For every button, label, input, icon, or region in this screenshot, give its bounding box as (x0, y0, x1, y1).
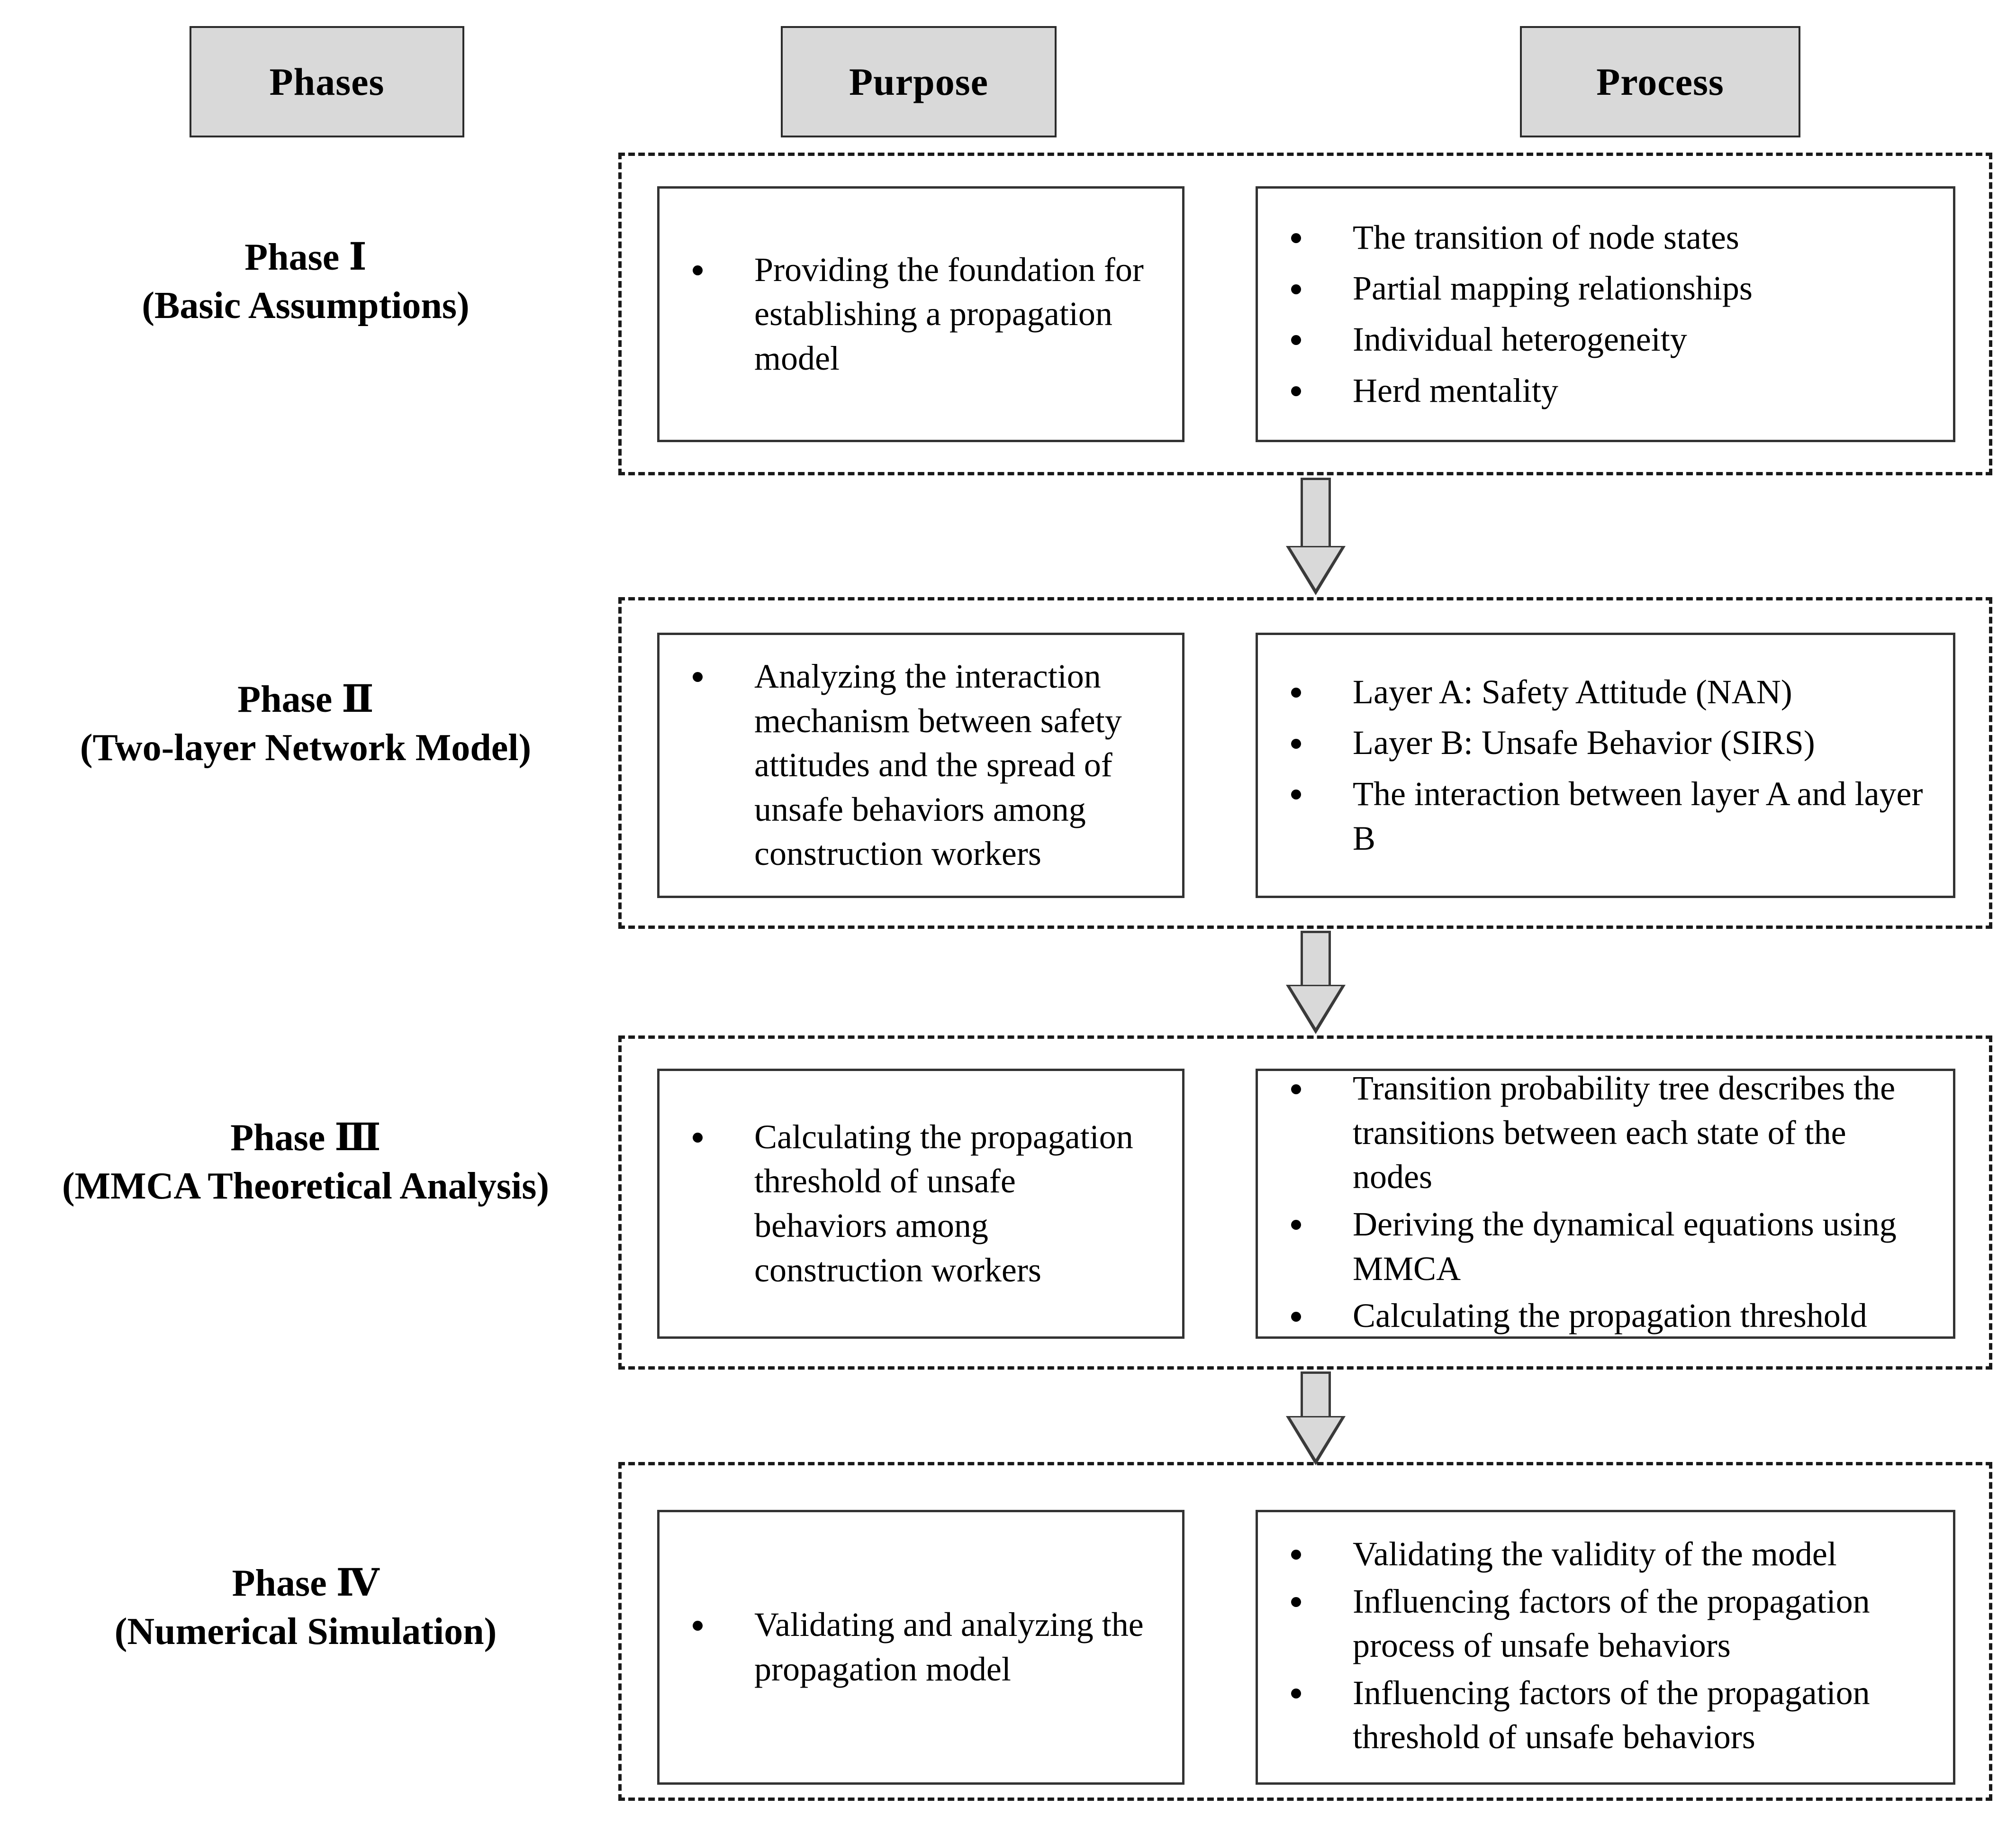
list-item: Influencing factors of the propagation t… (1281, 1671, 1926, 1760)
phase-1-purpose-list: Providing the foundation for establishin… (660, 248, 1182, 381)
list-item-text: Calculating the propagation threshold (1353, 1297, 1867, 1335)
list-item-text: Layer A: Safety Attitude (NAN) (1353, 672, 1792, 711)
bullet-icon (1291, 790, 1301, 800)
list-item-text: Validating the validity of the model (1353, 1535, 1837, 1573)
column-header-phases: Phases (190, 26, 464, 137)
phase-4-label-line1: Phase Ⅳ (232, 1562, 380, 1604)
list-item: Individual heterogeneity (1281, 318, 1926, 362)
phase-4-process-list: Validating the validity of the model Inf… (1258, 1532, 1953, 1762)
bullet-icon (1291, 688, 1301, 698)
phase-2-container (618, 597, 1992, 929)
arrow-shaft (1301, 931, 1331, 987)
phase-1-label-line2: (Basic Assumptions) (142, 285, 470, 327)
list-item-text: Influencing factors of the propagation p… (1353, 1582, 1870, 1665)
list-item: The transition of node states (1281, 216, 1926, 260)
phase-2-process-list: Layer A: Safety Attitude (NAN) Layer B: … (1258, 670, 1953, 861)
list-item: The interaction between layer A and laye… (1281, 772, 1926, 861)
phase-2-process-box: Layer A: Safety Attitude (NAN) Layer B: … (1256, 633, 1955, 898)
list-item: Calculating the propagation threshold of… (682, 1115, 1155, 1292)
column-header-purpose-label: Purpose (849, 60, 988, 103)
column-header-phases-label: Phases (269, 60, 385, 103)
list-item: Partial mapping relationships (1281, 266, 1926, 311)
bullet-icon (1291, 386, 1301, 397)
phase-4-purpose-box: Validating and analyzing the propagation… (657, 1510, 1184, 1785)
phase-1-container (618, 153, 1992, 475)
phase-1-label-line1: Phase Ⅰ (244, 236, 367, 278)
bullet-icon (1291, 1550, 1301, 1560)
list-item-text: Calculating the propagation threshold of… (754, 1117, 1133, 1289)
phase-4-purpose-list: Validating and analyzing the propagation… (660, 1603, 1182, 1691)
list-item-text: Analyzing the interaction mechanism betw… (754, 657, 1122, 873)
arrow-phase3-to-phase4 (1286, 1371, 1346, 1465)
phase-1-purpose-box: Providing the foundation for establishin… (657, 186, 1184, 442)
list-item: Providing the foundation for establishin… (682, 248, 1155, 381)
list-item: Layer A: Safety Attitude (NAN) (1281, 670, 1926, 715)
list-item: Validating the validity of the model (1281, 1532, 1926, 1577)
list-item: Deriving the dynamical equations using M… (1281, 1202, 1926, 1291)
arrow-shaft (1301, 1371, 1331, 1418)
bullet-icon (1291, 335, 1301, 345)
phase-3-process-box: Transition probability tree describes th… (1256, 1069, 1955, 1339)
phase-3-label: Phase Ⅲ (MMCA Theoretical Analysis) (0, 1114, 611, 1211)
bullet-icon (1291, 1220, 1301, 1230)
arrow-phase2-to-phase3 (1286, 931, 1346, 1034)
phase-3-container (618, 1035, 1992, 1370)
arrow-head-fill (1290, 1417, 1341, 1459)
column-header-process: Process (1520, 26, 1800, 137)
phase-3-purpose-list: Calculating the propagation threshold of… (660, 1115, 1182, 1292)
list-item-text: Providing the foundation for establishin… (754, 250, 1144, 377)
bullet-icon (1291, 1689, 1301, 1699)
phase-2-purpose-box: Analyzing the interaction mechanism betw… (657, 633, 1184, 898)
bullet-icon (1291, 738, 1301, 749)
arrow-head-fill (1290, 986, 1341, 1028)
phase-2-label-line2: (Two-layer Network Model) (80, 727, 532, 769)
list-item-text: The transition of node states (1353, 218, 1739, 256)
list-item: Validating and analyzing the propagation… (682, 1603, 1155, 1691)
phase-4-container (618, 1462, 1992, 1801)
phase-4-process-box: Validating the validity of the model Inf… (1256, 1510, 1955, 1785)
bullet-icon (693, 1620, 703, 1631)
phase-1-process-list: The transition of node states Partial ma… (1258, 216, 1953, 413)
list-item: Layer B: Unsafe Behavior (SIRS) (1281, 721, 1926, 765)
phase-3-label-line1: Phase Ⅲ (230, 1117, 381, 1159)
bullet-icon (1291, 1311, 1301, 1322)
arrow-phase1-to-phase2 (1286, 478, 1346, 595)
phase-4-label-line2: (Numerical Simulation) (114, 1611, 497, 1653)
arrow-shaft (1301, 478, 1331, 548)
list-item: Influencing factors of the propagation p… (1281, 1580, 1926, 1668)
list-item-text: Influencing factors of the propagation t… (1353, 1673, 1870, 1756)
list-item-text: Deriving the dynamical equations using M… (1353, 1205, 1897, 1288)
phase-3-label-line2: (MMCA Theoretical Analysis) (62, 1165, 550, 1208)
phase-1-label: Phase Ⅰ (Basic Assumptions) (0, 233, 611, 330)
list-item: Analyzing the interaction mechanism betw… (682, 654, 1155, 876)
phase-2-label: Phase Ⅱ (Two-layer Network Model) (0, 675, 611, 772)
list-item-text: Transition probability tree describes th… (1353, 1069, 1896, 1196)
phase-1-process-box: The transition of node states Partial ma… (1256, 186, 1955, 442)
phase-2-label-line1: Phase Ⅱ (237, 679, 374, 720)
list-item-text: Herd mentality (1353, 371, 1558, 409)
arrow-head-fill (1290, 547, 1341, 589)
bullet-icon (1291, 233, 1301, 244)
bullet-icon (693, 1133, 703, 1143)
list-item: Calculating the propagation threshold (1281, 1294, 1926, 1338)
column-header-process-label: Process (1596, 60, 1724, 103)
bullet-icon (1291, 1597, 1301, 1607)
list-item: Herd mentality (1281, 369, 1926, 413)
list-item-text: Partial mapping relationships (1353, 269, 1753, 308)
list-item-text: Individual heterogeneity (1353, 320, 1687, 358)
list-item-text: The interaction between layer A and laye… (1353, 775, 1923, 857)
phase-3-purpose-box: Calculating the propagation threshold of… (657, 1069, 1184, 1339)
list-item: Transition probability tree describes th… (1281, 1066, 1926, 1199)
bullet-icon (693, 265, 703, 276)
bullet-icon (1291, 1084, 1301, 1094)
bullet-icon (1291, 284, 1301, 294)
phase-3-process-list: Transition probability tree describes th… (1258, 1066, 1953, 1341)
list-item-text: Layer B: Unsafe Behavior (SIRS) (1353, 724, 1815, 762)
column-header-purpose: Purpose (781, 26, 1057, 137)
list-item-text: Validating and analyzing the propagation… (754, 1606, 1144, 1688)
bullet-icon (693, 672, 703, 682)
phase-4-label: Phase Ⅳ (Numerical Simulation) (0, 1559, 611, 1656)
phase-2-purpose-list: Analyzing the interaction mechanism betw… (660, 654, 1182, 876)
